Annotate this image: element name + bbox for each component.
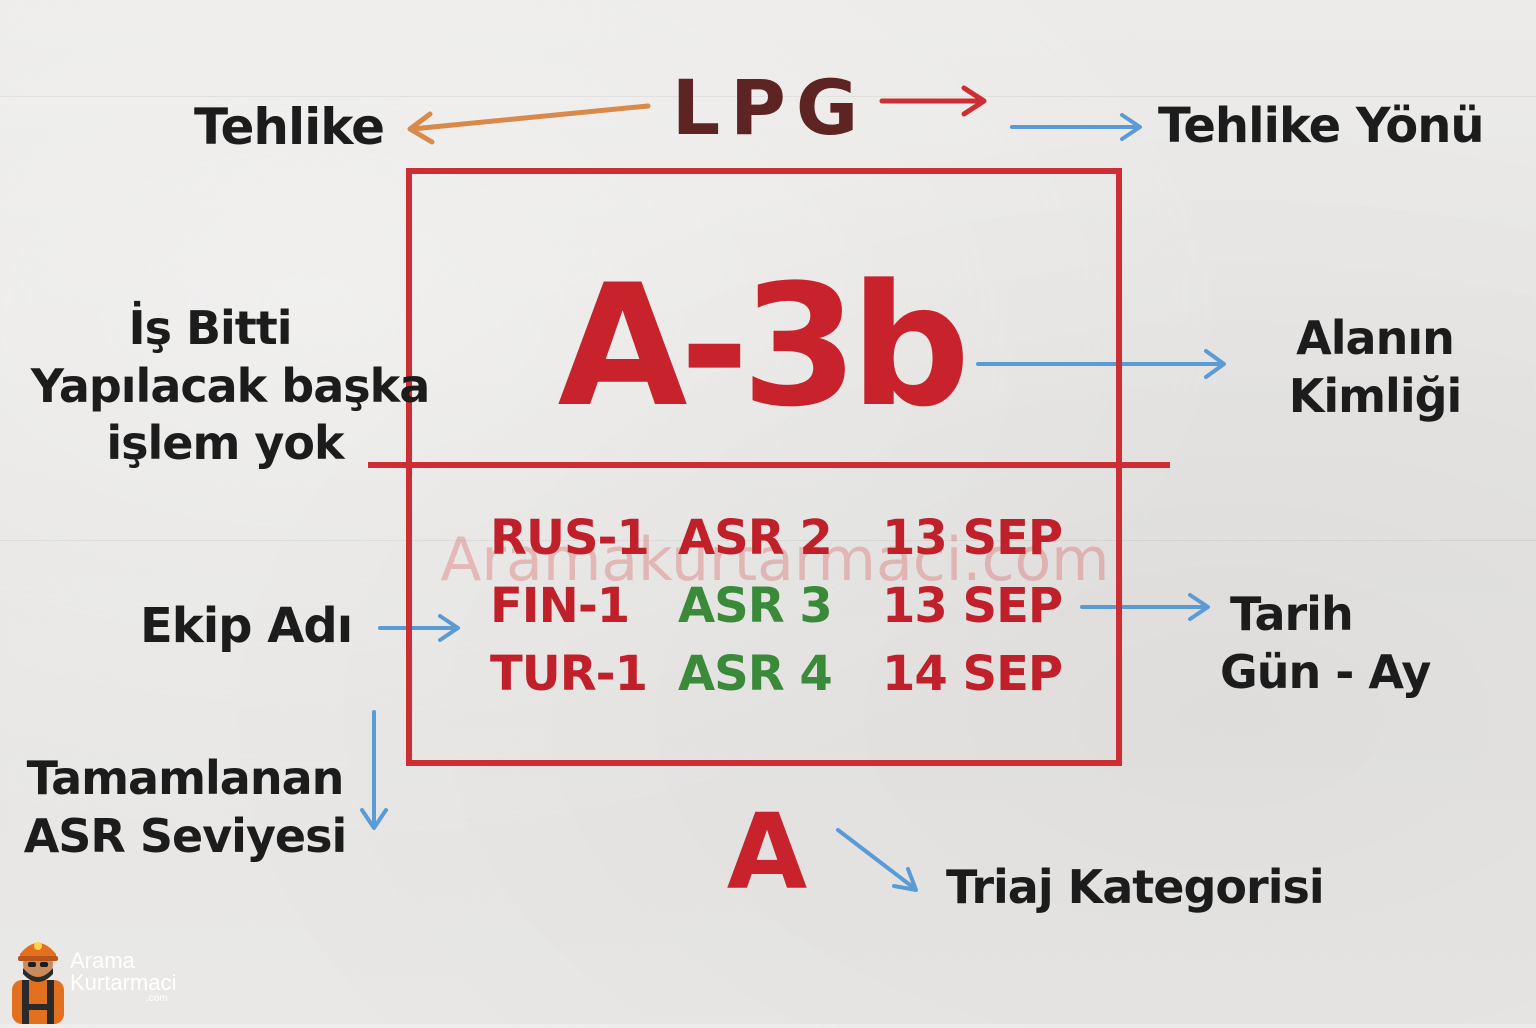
label-job-done-line: İş Bitti [128,301,292,355]
team-log-row: TUR-1 ASR 4 14 SEP [470,650,1090,710]
label-hazard-direction: Tehlike Yönü [1158,98,1485,154]
zone-id: A-3b [557,248,971,444]
label-date-line: Tarih [1230,587,1354,641]
log-date: 13 SEP [882,578,1063,634]
log-date: 14 SEP [882,646,1063,702]
logo-text: .com [146,993,168,1004]
team-log-row: RUS-1 ASR 2 13 SEP [470,514,1090,574]
logo-text: Kurtarmaci [70,970,177,995]
arrow-to-team [378,614,460,642]
asr-level: ASR 3 [678,578,833,634]
paper-fold-line [0,96,1536,97]
team-name: FIN-1 [490,578,630,634]
label-date-line: Gün - Ay [1220,644,1431,699]
asr-level: ASR 2 [678,510,833,566]
label-hazard: Tehlike [194,98,385,156]
label-job-done-line: Yapılacak başka [30,358,431,413]
label-job-done: İş Bitti Yapılacak başka işlem yok [20,300,440,473]
arrow-hazard-direction [879,85,987,117]
arrow-to-hazard [407,103,651,145]
log-date: 13 SEP [882,510,1063,566]
team-name: TUR-1 [490,646,648,702]
paper-fold-line [0,540,1536,541]
arrow-to-triage [836,828,918,892]
watermark: Aramakurtarmaci.com [440,525,1110,595]
label-completed-asr-line: ASR Seviyesi [23,808,348,863]
arrow-to-date [1080,593,1210,621]
label-completed-asr-line: Tamamlanan [26,751,345,805]
label-zone-identity-line: Alanın [1296,311,1455,365]
arrow-to-hazard-direction [1010,113,1142,141]
arrow-to-zone-identity [976,349,1226,379]
triage-category: A [726,791,808,913]
rescuer-mascot-icon [12,942,64,1024]
team-name: RUS-1 [490,510,650,566]
label-date: Tarih Gün - Ay [1220,586,1431,701]
hazard-code: LPG [671,63,869,152]
arrow-to-completed-asr [360,710,388,830]
asr-level: ASR 4 [678,646,833,702]
site-logo: Arama Kurtarmaci .com [6,928,196,1024]
label-job-done-line: işlem yok [106,416,344,470]
label-triage: Triaj Kategorisi [946,860,1325,914]
label-team-name: Ekip Adı [140,598,353,654]
label-zone-identity-line: Kimliği [1288,368,1463,423]
label-zone-identity: Alanın Kimliği [1260,310,1490,425]
logo-text: Arama [70,948,135,973]
label-completed-asr: Tamamlanan ASR Seviyesi [10,750,360,865]
team-log-row: FIN-1 ASR 3 13 SEP [470,582,1090,642]
marking-divider-line [368,462,1170,468]
